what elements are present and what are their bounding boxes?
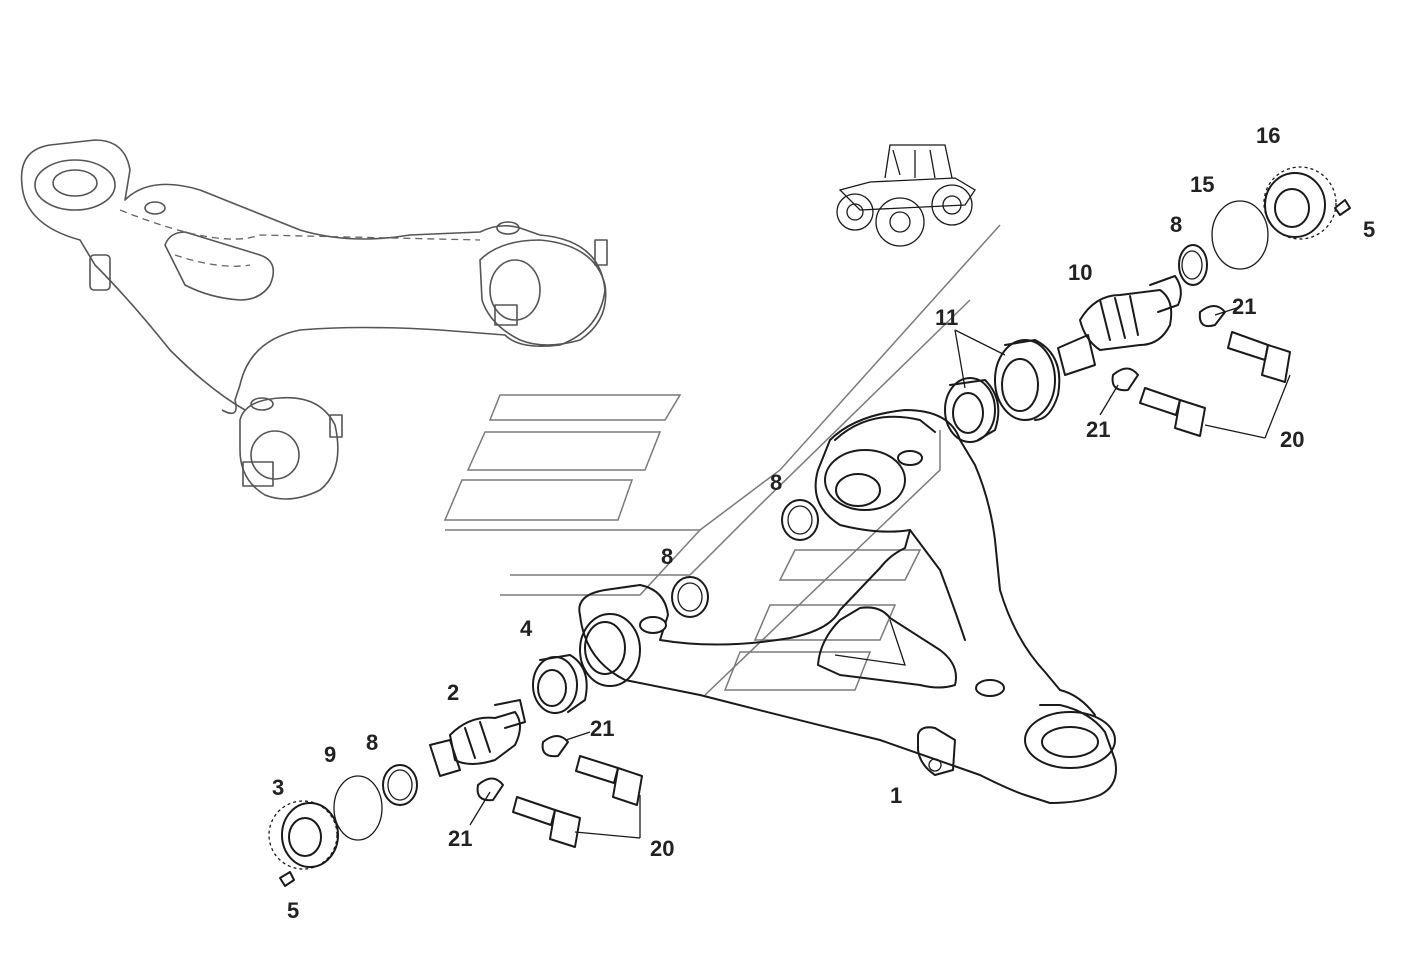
- callout-20-a: 20: [650, 836, 674, 861]
- callout-11: 11: [935, 305, 958, 330]
- callout-10: 10: [1068, 260, 1092, 285]
- callout-15: 15: [1190, 172, 1214, 197]
- callout-8-b: 8: [661, 544, 673, 569]
- callout-3: 3: [272, 775, 284, 800]
- tractor-icon: [836, 144, 976, 247]
- callout-4: 4: [520, 616, 533, 641]
- right-assembly: [944, 166, 1351, 443]
- left-assembly: [268, 499, 819, 887]
- callout-8-c: 8: [770, 470, 782, 495]
- callout-8-a: 8: [366, 730, 378, 755]
- leader-lines: [469, 306, 1291, 839]
- callout-21-a: 21: [590, 716, 614, 741]
- callout-16: 16: [1256, 123, 1280, 148]
- callout-5-right: 5: [1363, 217, 1375, 242]
- callout-1: 1: [890, 783, 902, 808]
- callouts: 1 2 3 4 5 5 8 8 8 8 9 10 11 15 16 20 20 …: [272, 123, 1375, 923]
- callout-8-d: 8: [1170, 212, 1182, 237]
- callout-21-b: 21: [448, 826, 472, 851]
- suspension-arm: [578, 409, 1117, 804]
- callout-20-b: 20: [1280, 427, 1304, 452]
- suspension-arm-overview: [20, 139, 608, 500]
- callout-9: 9: [324, 742, 336, 767]
- callout-5-left: 5: [287, 898, 299, 923]
- watermark-logo: [443, 224, 1001, 696]
- callout-21-c: 21: [1232, 294, 1256, 319]
- callout-21-d: 21: [1086, 417, 1110, 442]
- callout-2: 2: [447, 680, 459, 705]
